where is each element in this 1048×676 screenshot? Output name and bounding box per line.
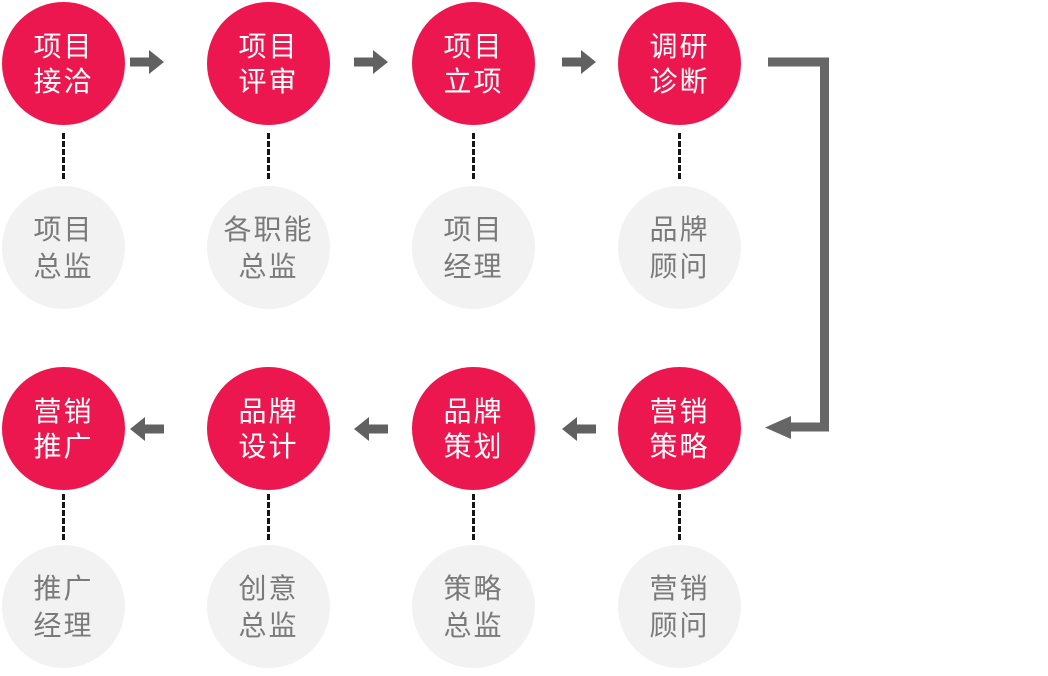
dashed-connector	[678, 494, 681, 540]
dashed-connector	[267, 133, 270, 179]
stage-label-line1: 营销	[649, 394, 710, 428]
stage-marketing-strategy: 营销 策略	[618, 367, 741, 490]
role-label-line2: 经理	[443, 249, 504, 283]
role-label-line2: 经理	[33, 608, 94, 642]
stage-label-line2: 策划	[443, 429, 504, 463]
role-promotion-manager: 推广 经理	[2, 545, 125, 668]
role-label-line1: 策略	[443, 571, 504, 605]
role-functional-directors: 各职能 总监	[207, 186, 330, 309]
dashed-connector	[472, 494, 475, 540]
flow-arrow-right-icon	[562, 50, 596, 74]
flow-arrow-right-icon	[130, 50, 164, 74]
stage-brand-planning: 品牌 策划	[412, 367, 535, 490]
stage-label-line1: 项目	[33, 29, 94, 63]
stage-label-line2: 接洽	[33, 64, 94, 98]
role-creative-director: 创意 总监	[207, 545, 330, 668]
dashed-connector	[62, 133, 65, 179]
role-label-line2: 总监	[33, 249, 94, 283]
role-project-director: 项目 总监	[2, 186, 125, 309]
stage-label-line2: 设计	[238, 429, 299, 463]
stage-project-initiation: 项目 立项	[412, 2, 535, 125]
stage-label-line1: 营销	[33, 394, 94, 428]
role-label-line1: 创意	[238, 571, 299, 605]
dashed-connector	[267, 494, 270, 540]
stage-label-line1: 项目	[443, 29, 504, 63]
role-strategy-director: 策略 总监	[412, 545, 535, 668]
dashed-connector	[472, 133, 475, 179]
role-project-manager: 项目 经理	[412, 186, 535, 309]
role-label-line2: 顾问	[649, 608, 710, 642]
role-label-line1: 各职能	[223, 212, 314, 246]
stage-label-line2: 诊断	[649, 64, 710, 98]
stage-label-line2: 策略	[649, 429, 710, 463]
role-label-line2: 总监	[238, 608, 299, 642]
role-label-line1: 品牌	[649, 212, 710, 246]
role-label-line1: 推广	[33, 571, 94, 605]
stage-label-line1: 项目	[238, 29, 299, 63]
dashed-connector	[62, 494, 65, 540]
stage-label-line1: 品牌	[443, 394, 504, 428]
role-label-line1: 项目	[443, 212, 504, 246]
flow-arrow-left-icon	[562, 417, 596, 441]
stage-label-line1: 调研	[649, 29, 710, 63]
role-label-line2: 总监	[238, 249, 299, 283]
stage-label-line2: 立项	[443, 64, 504, 98]
role-brand-consultant: 品牌 顾问	[618, 186, 741, 309]
stage-research-diagnosis: 调研 诊断	[618, 2, 741, 125]
stage-label-line2: 推广	[33, 429, 94, 463]
role-label-line1: 项目	[33, 212, 94, 246]
stage-label-line2: 评审	[238, 64, 299, 98]
flow-arrow-left-icon	[354, 417, 388, 441]
stage-label-line1: 品牌	[238, 394, 299, 428]
stage-project-contact: 项目 接洽	[2, 2, 125, 125]
role-label-line2: 总监	[443, 608, 504, 642]
flow-arrow-right-icon	[354, 50, 388, 74]
role-label-line1: 营销	[649, 571, 710, 605]
role-label-line2: 顾问	[649, 249, 710, 283]
stage-marketing-promotion: 营销 推广	[2, 367, 125, 490]
stage-brand-design: 品牌 设计	[207, 367, 330, 490]
role-marketing-consultant: 营销 顾问	[618, 545, 741, 668]
stage-project-review: 项目 评审	[207, 2, 330, 125]
dashed-connector	[678, 133, 681, 179]
flow-arrow-left-icon	[130, 417, 164, 441]
